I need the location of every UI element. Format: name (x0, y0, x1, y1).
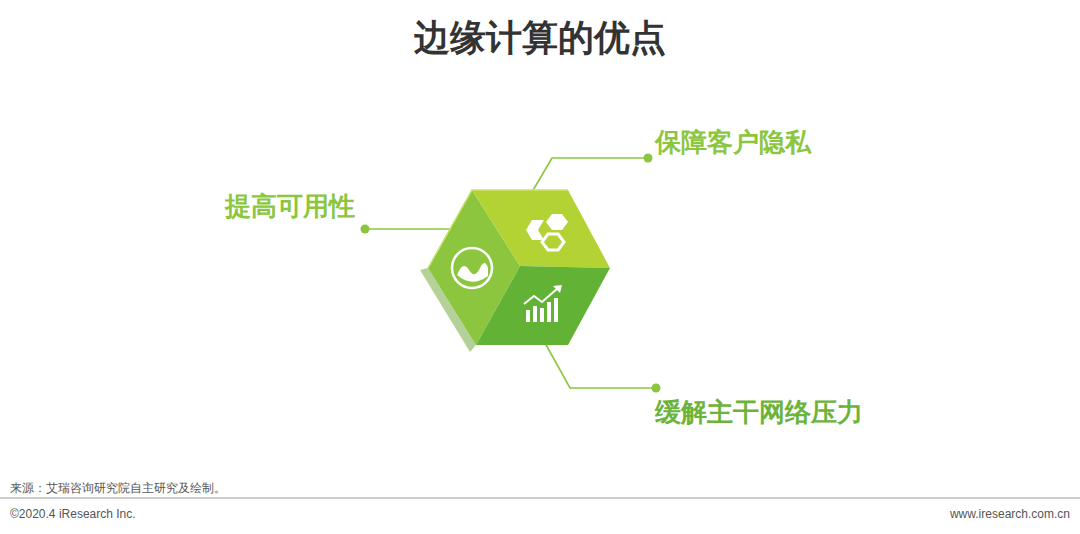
footer-rule (0, 498, 1080, 499)
leader-dot (361, 225, 370, 234)
leader-dot (652, 384, 661, 393)
leader-line (532, 158, 646, 192)
leader-dots (361, 154, 661, 393)
icon-bar (554, 298, 558, 322)
cube-top-face (472, 190, 610, 268)
icon-ring (452, 248, 492, 288)
icon-bar (533, 306, 537, 322)
cube-edge-highlight (428, 190, 568, 268)
icon-hexagon (546, 214, 568, 230)
icon-wave (457, 263, 488, 282)
leader-line (545, 343, 654, 388)
source-note: 来源：艾瑞咨询研究院自主研究及绘制。 (10, 481, 226, 495)
benefit-label: 保障客户隐私 (655, 127, 811, 158)
icon-hexagon (526, 220, 544, 240)
leader-line (367, 228, 452, 230)
icon-bar (526, 310, 530, 322)
copyright-note: ©2020.4 iResearch Inc. (10, 507, 136, 521)
privacy-icon (526, 214, 568, 250)
benefit-label: 提高可用性 (225, 191, 355, 222)
leader-dot (644, 154, 653, 163)
website-note: www.iresearch.com.cn (950, 507, 1070, 521)
icon-trend (524, 288, 558, 304)
chart-icon (524, 285, 562, 322)
page-title: 边缘计算的优点 (414, 16, 666, 59)
availability-icon (452, 248, 492, 288)
icon-arrowhead (553, 285, 562, 293)
leader-lines (367, 158, 654, 388)
cube (420, 190, 610, 352)
icon-hexagon (542, 234, 564, 250)
cube-right-face (476, 266, 610, 345)
icon-bar (547, 302, 551, 322)
benefit-label: 缓解主干网络压力 (655, 397, 863, 428)
icon-bar (540, 308, 544, 322)
